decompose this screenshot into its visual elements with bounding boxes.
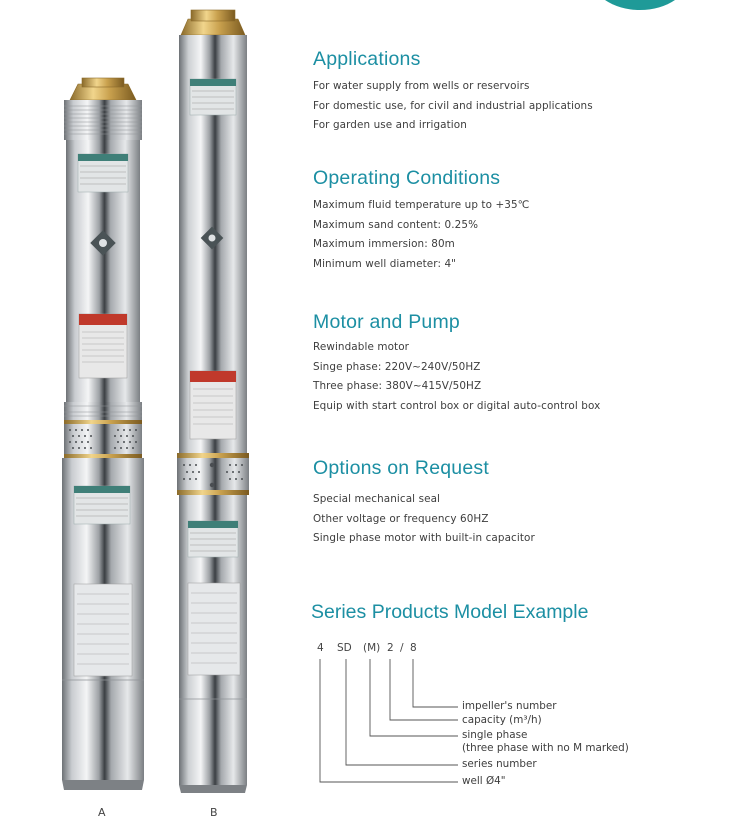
pump-caption-a: A	[98, 806, 106, 819]
model-desc-impeller: impeller's number	[462, 700, 557, 712]
model-desc-capacity: capacity (m³/h)	[462, 714, 542, 726]
model-desc-series-number: series number	[462, 758, 537, 770]
model-desc-well: well Ø4"	[462, 775, 506, 787]
list-item: Maximum fluid temperature up to +35℃	[313, 199, 530, 211]
list-item: Singe phase: 220V~240V/50HZ	[313, 360, 481, 373]
list-item: For domestic use, for civil and industri…	[313, 99, 593, 112]
corner-decoration	[590, 0, 690, 10]
list-item: Maximum sand content: 0.25%	[313, 218, 479, 231]
applications-heading: Applications	[313, 48, 421, 70]
pump-image-a	[58, 76, 148, 794]
list-item: Three phase: 380V~415V/50HZ	[313, 380, 482, 392]
list-item: Rewindable motor	[313, 341, 410, 353]
list-item: Single phase motor with built-in capacit…	[313, 532, 535, 544]
model-code-well: 4	[317, 642, 324, 654]
motor-and-pump-section: Motor and Pump Rewindable motor Singe ph…	[313, 311, 600, 416]
options-on-request-section: Options on Request Special mechanical se…	[313, 457, 535, 549]
model-desc-three-phase-note: (three phase with no M marked)	[462, 742, 629, 754]
options-heading: Options on Request	[313, 457, 489, 479]
model-code-series: SD	[337, 642, 352, 654]
model-desc-single-phase: single phase	[462, 729, 528, 741]
operating-conditions-heading: Operating Conditions	[313, 167, 501, 189]
model-code-impeller: 8	[410, 642, 417, 654]
applications-section: Applications For water supply from wells…	[313, 48, 593, 136]
list-item: Equip with start control box or digital …	[313, 399, 601, 412]
pump-caption-b: B	[210, 806, 218, 819]
list-item: Other voltage or frequency 60HZ	[313, 512, 489, 525]
list-item: Maximum immersion: 80m	[313, 238, 455, 250]
operating-conditions-section: Operating Conditions Maximum fluid tempe…	[313, 167, 529, 274]
model-code-phase: (M)	[363, 642, 381, 654]
model-code-capacity: 2	[387, 642, 394, 654]
model-code-slash: /	[400, 642, 404, 654]
list-item: Special mechanical seal	[313, 493, 441, 505]
motor-and-pump-heading: Motor and Pump	[313, 311, 460, 333]
pump-image-b	[176, 9, 250, 794]
series-model-heading: Series Products Model Example	[311, 601, 589, 623]
list-item: For water supply from wells or reservoir…	[313, 80, 530, 92]
list-item: For garden use and irrigation	[313, 119, 467, 131]
list-item: Minimum well diameter: 4"	[313, 257, 457, 270]
